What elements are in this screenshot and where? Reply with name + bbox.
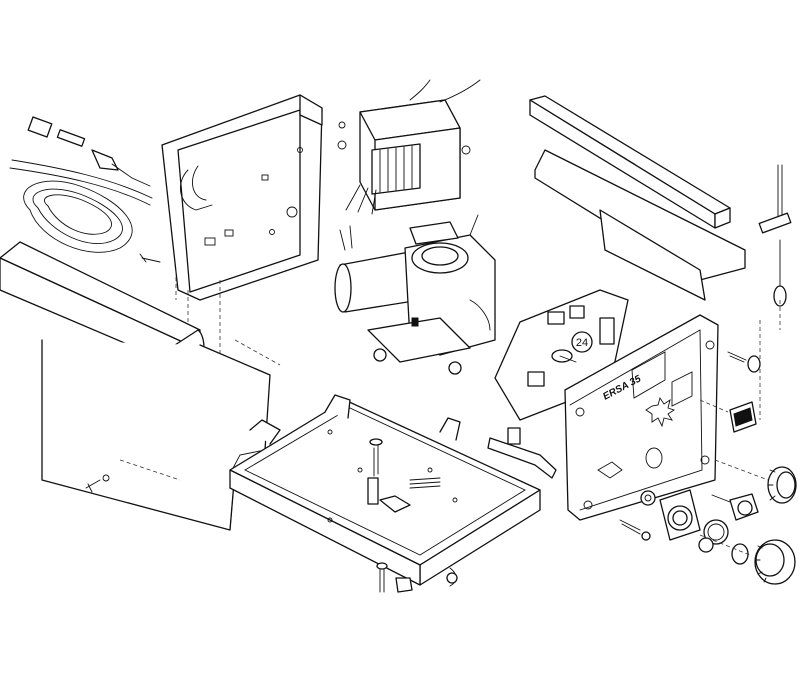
knurled-knob bbox=[699, 534, 796, 585]
power-switch bbox=[699, 399, 757, 433]
cover-latch bbox=[758, 164, 792, 420]
nut bbox=[640, 490, 656, 506]
base-plate bbox=[229, 394, 541, 586]
callout-label: 24 bbox=[576, 337, 588, 349]
side-housing bbox=[0, 241, 281, 531]
bottom-screw bbox=[376, 562, 458, 593]
sensor-lead bbox=[487, 427, 557, 479]
top-cover-rail bbox=[529, 95, 731, 229]
rear-panel-frame bbox=[161, 94, 323, 301]
screw bbox=[139, 253, 161, 263]
top-cover bbox=[534, 149, 746, 301]
screw bbox=[727, 351, 761, 373]
jack bbox=[711, 493, 759, 521]
fuse-holder bbox=[27, 116, 151, 187]
temperature-knob bbox=[714, 459, 797, 504]
screw bbox=[85, 474, 110, 493]
callout-24: 24 bbox=[571, 331, 593, 353]
socket-screw bbox=[619, 519, 651, 541]
power-cord bbox=[9, 159, 153, 253]
connector-socket bbox=[659, 489, 729, 553]
transformer bbox=[337, 79, 481, 215]
pump-motor-assembly bbox=[334, 214, 496, 375]
standoff-pillar bbox=[367, 438, 383, 505]
